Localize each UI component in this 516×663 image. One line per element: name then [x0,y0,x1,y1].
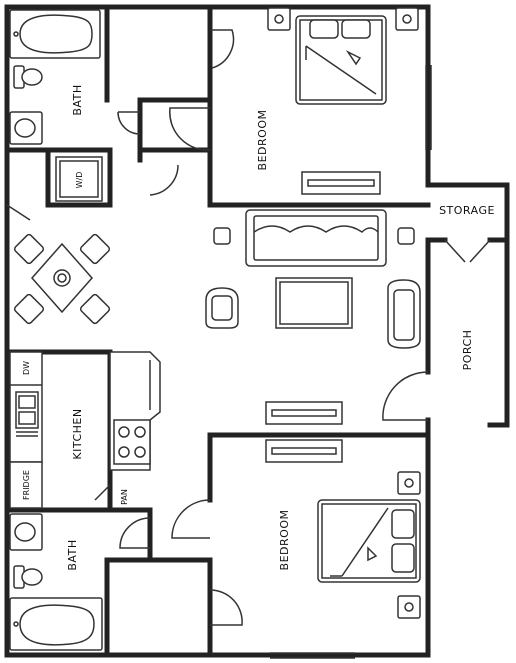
armchair [387,279,421,349]
end-table [213,227,231,245]
room-label-dw: DW [22,361,31,375]
bottom-dresser [265,439,343,463]
end-table [397,227,415,245]
washer-dryer [55,156,103,202]
sink [9,513,43,551]
room-label-fridge: FRIDGE [22,470,31,500]
bathtub [9,9,101,59]
toilet [13,65,43,89]
bathtub [9,597,103,651]
kitchen-sink [15,391,39,437]
top-nightstands [267,7,419,31]
bottom-nightstands [397,471,421,619]
sofa [245,209,387,267]
room-label-bath-top: BATH [71,84,84,115]
stove [113,419,151,465]
armchair [205,287,239,329]
walls [4,4,510,658]
top-dresser [301,171,381,195]
doors [6,29,491,626]
room-label-bedroom-bottom: BEDROOM [278,510,291,571]
bottom-bath-fixtures [9,513,103,651]
room-label-porch: PORCH [461,330,474,371]
room-label-bedroom-top: BEDROOM [256,110,269,171]
toilet [13,565,43,589]
room-label-bath-bottom: BATH [66,539,79,570]
coffee-table [275,277,353,329]
room-label-storage: STORAGE [439,204,495,217]
windows [270,65,432,659]
tv-console [265,401,343,425]
sink [9,111,43,145]
bottom-bed [317,499,421,583]
room-label-wd: W/D [75,172,84,189]
top-bed [295,15,387,105]
room-label-kitchen: KITCHEN [71,408,84,459]
top-bath-fixtures [9,9,101,145]
dining-set [13,233,111,325]
room-label-pan: PAN [120,489,129,505]
